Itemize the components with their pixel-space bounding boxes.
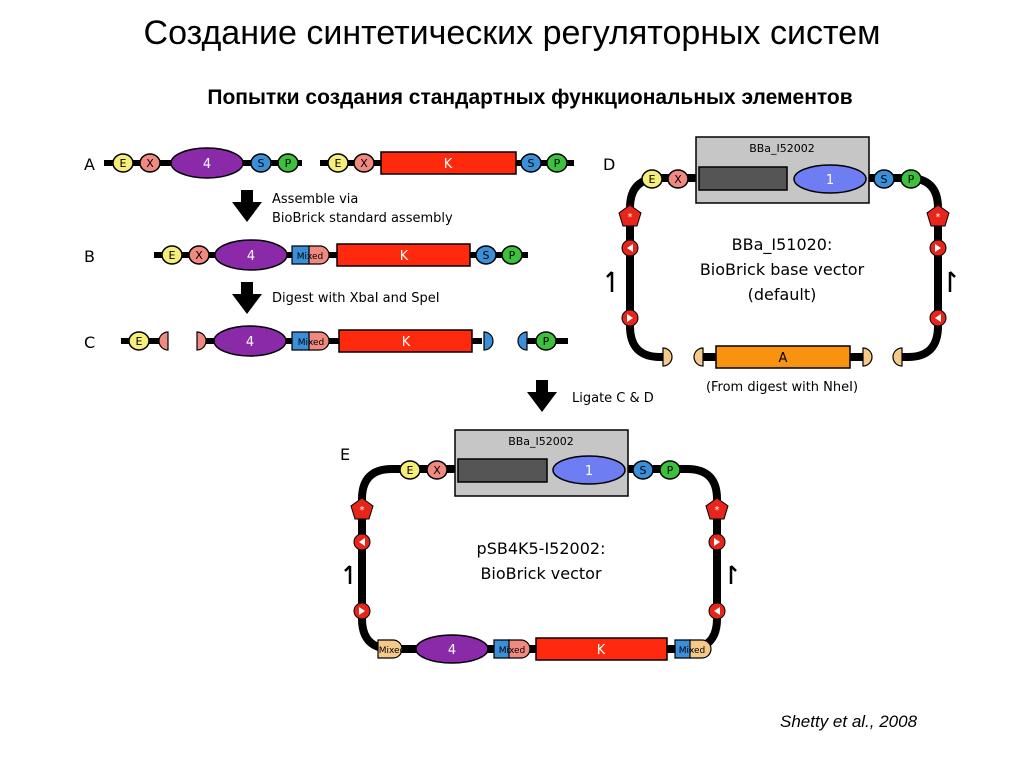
rbs-part bbox=[170, 147, 244, 179]
mixed-site-label: Mixed bbox=[679, 646, 706, 656]
site-e bbox=[327, 153, 349, 173]
mixed-site-label: Mixed bbox=[499, 646, 526, 656]
panel-label-c: C bbox=[84, 333, 95, 352]
site-x-label: X bbox=[195, 249, 203, 262]
gene-label: K bbox=[444, 157, 453, 172]
rbs-label: 4 bbox=[246, 335, 254, 350]
site-e-label: E bbox=[649, 173, 656, 186]
svg-text:*: * bbox=[715, 505, 720, 516]
site-e-label: E bbox=[169, 249, 176, 262]
plasmid-d-name-1: BBa_I51020: bbox=[732, 235, 833, 255]
site-s-label: S bbox=[483, 249, 490, 262]
site-s bbox=[250, 153, 272, 173]
promoter-label: 1 bbox=[826, 173, 834, 188]
site-s-label: S bbox=[258, 157, 265, 170]
site-e-label: E bbox=[136, 335, 143, 348]
site-e bbox=[112, 153, 134, 173]
step-assemble-line2: BioBrick standard assembly bbox=[272, 211, 453, 226]
part-box-label: BBa_I52002 bbox=[508, 435, 574, 448]
site-p-label: P bbox=[509, 249, 516, 262]
gene-label: K bbox=[400, 249, 409, 264]
promoter-label: 1 bbox=[585, 464, 593, 479]
mixed-site-label: Mixed bbox=[297, 252, 324, 262]
site-p-label: P bbox=[908, 173, 915, 186]
step-arrow-ligate bbox=[527, 380, 557, 412]
fragment-c-middle: 4 Mixed K bbox=[196, 325, 494, 357]
plasmid-d: BBa_I52002 E X 1 S P * * A bbox=[606, 136, 956, 369]
step-digest: Digest with XbaI and SpeI bbox=[272, 291, 440, 306]
site-s-label: S bbox=[528, 157, 535, 170]
site-x bbox=[139, 153, 161, 173]
rbs-label: 4 bbox=[247, 249, 255, 264]
mixed-site-label: Mixed bbox=[298, 338, 325, 348]
insert-label: A bbox=[779, 351, 788, 366]
step-arrow-assemble bbox=[232, 190, 262, 222]
site-x-label: X bbox=[674, 173, 682, 186]
plasmid-d-name-3: (default) bbox=[748, 285, 817, 304]
panel-label-b: B bbox=[84, 247, 95, 266]
dark-block bbox=[457, 458, 548, 483]
site-e-label: E bbox=[335, 157, 342, 170]
step-ligate: Ligate C & D bbox=[572, 391, 654, 406]
insert-part bbox=[715, 345, 851, 369]
site-p-label: P bbox=[554, 157, 561, 170]
site-x-label: X bbox=[360, 157, 368, 170]
slide-title: Создание синтетических регуляторных сист… bbox=[143, 14, 881, 52]
svg-text:*: * bbox=[360, 505, 365, 516]
site-x-label: X bbox=[146, 157, 154, 170]
panel-label-d: D bbox=[603, 155, 615, 174]
site-x bbox=[353, 153, 375, 173]
construct-a-right: E X K S P bbox=[320, 151, 574, 175]
plasmid-e: BBa_I52002 E X 1 S P * * Mixed 4 bbox=[344, 429, 737, 664]
fragment-c-left: E bbox=[121, 331, 169, 351]
rbs-label: 4 bbox=[203, 157, 211, 172]
gene-part bbox=[380, 151, 517, 175]
site-s-label: S bbox=[640, 464, 647, 477]
step-arrow-digest bbox=[232, 282, 262, 314]
mixed-site-label: Mixed bbox=[379, 646, 406, 656]
slide-subtitle: Попытки создания стандартных функциональ… bbox=[207, 86, 853, 109]
site-e-label: E bbox=[407, 464, 414, 477]
site-p bbox=[277, 153, 299, 173]
gene-label: K bbox=[597, 643, 606, 658]
site-x-label: X bbox=[433, 464, 441, 477]
site-s-label: S bbox=[881, 173, 888, 186]
panel-label-e: E bbox=[340, 445, 350, 464]
site-e-label: E bbox=[120, 157, 127, 170]
svg-text:*: * bbox=[628, 212, 633, 223]
plasmid-e-name-2: BioBrick vector bbox=[480, 564, 602, 583]
svg-text:*: * bbox=[936, 212, 941, 223]
fragment-c-right: P bbox=[517, 331, 568, 351]
plasmid-d-note: (From digest with NheI) bbox=[706, 380, 858, 395]
plasmid-e-name-1: pSB4K5-I52002: bbox=[477, 539, 606, 558]
rbs-label: 4 bbox=[448, 643, 456, 658]
step-assemble-line1: Assemble via bbox=[272, 192, 358, 207]
plasmid-d-name-2: BioBrick base vector bbox=[700, 260, 865, 279]
site-p-label: P bbox=[285, 157, 292, 170]
site-p-label: P bbox=[543, 335, 550, 348]
citation: Shetty et al., 2008 bbox=[780, 712, 918, 731]
site-s bbox=[520, 153, 542, 173]
site-p bbox=[546, 153, 568, 173]
part-box-label: BBa_I52002 bbox=[749, 142, 815, 155]
gene-label: K bbox=[402, 335, 411, 350]
construct-a-left: E X 4 S P bbox=[104, 147, 302, 179]
construct-b: E X 4 Mixed K S P bbox=[154, 239, 528, 271]
dark-block bbox=[698, 166, 788, 191]
site-p-label: P bbox=[667, 464, 674, 477]
panel-label-a: A bbox=[84, 155, 95, 174]
